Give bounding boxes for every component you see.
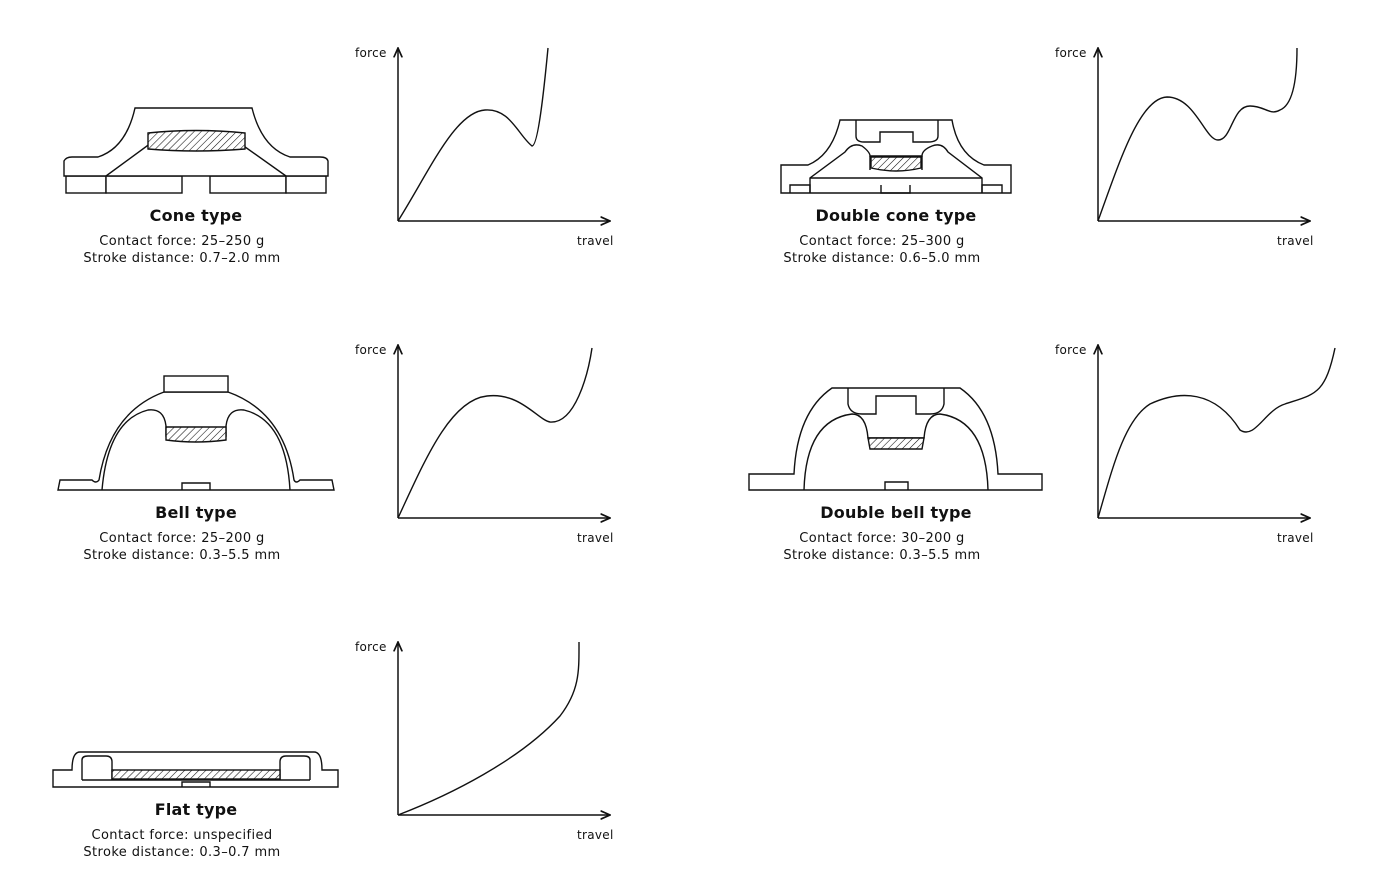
flat-type-stroke-distance: Stroke distance: 0.3–0.7 mm xyxy=(83,845,281,860)
double-bell-graph-axes xyxy=(1098,345,1310,518)
flat-graph-axes xyxy=(398,642,610,815)
contact-pad xyxy=(165,426,227,443)
double-bell-force-travel-curve xyxy=(1097,347,1336,519)
double-cone-type-title: Double cone type xyxy=(815,206,977,225)
cone-x-axis-label: travel xyxy=(577,234,614,248)
double-bell-type-contact-force: Contact force: 30–200 g xyxy=(799,531,965,546)
double-cone-type-contact-force: Contact force: 25–300 g xyxy=(799,234,965,249)
flat-x-axis-label: travel xyxy=(577,828,614,842)
bell-y-axis-label: force xyxy=(355,343,387,357)
cone-type-contact-force: Contact force: 25–250 g xyxy=(99,234,265,249)
double-cone-x-axis-label: travel xyxy=(1277,234,1314,248)
double-bell-type-stroke-distance: Stroke distance: 0.3–5.5 mm xyxy=(783,548,981,563)
double-cone-graph-axes xyxy=(1098,48,1310,221)
double-bell-y-axis-label: force xyxy=(1055,343,1087,357)
contact-pad xyxy=(870,156,922,172)
cone-type-stroke-distance: Stroke distance: 0.7–2.0 mm xyxy=(83,251,281,266)
bell-type-contact-force: Contact force: 25–200 g xyxy=(99,531,265,546)
cone-y-axis-label: force xyxy=(355,46,387,60)
flat-type-contact-force: Contact force: unspecified xyxy=(91,828,273,843)
bell-type-cross-section xyxy=(57,375,335,491)
bell-graph-axes xyxy=(398,345,610,518)
flat-y-axis-label: force xyxy=(355,640,387,654)
bell-type-stroke-distance: Stroke distance: 0.3–5.5 mm xyxy=(83,548,281,563)
contact-pad xyxy=(147,129,246,152)
bell-x-axis-label: travel xyxy=(577,531,614,545)
double-cone-force-travel-curve xyxy=(1097,47,1298,222)
double-bell-x-axis-label: travel xyxy=(1277,531,1314,545)
bell-force-travel-curve xyxy=(397,347,593,519)
flat-type-title: Flat type xyxy=(154,800,238,819)
contact-pad xyxy=(867,437,925,450)
double-cone-type-stroke-distance: Stroke distance: 0.6–5.0 mm xyxy=(783,251,981,266)
double-bell-type-title: Double bell type xyxy=(820,503,972,522)
cone-graph-axes xyxy=(398,48,610,221)
cone-force-travel-curve xyxy=(397,47,549,222)
bell-type-title: Bell type xyxy=(155,503,237,522)
double-bell-type-cross-section xyxy=(748,387,1043,491)
double-cone-type-cross-section xyxy=(780,119,1012,194)
flat-force-travel-curve xyxy=(397,641,580,816)
cone-type-cross-section xyxy=(63,107,329,194)
double-cone-y-axis-label: force xyxy=(1055,46,1087,60)
cone-type-title: Cone type xyxy=(149,206,243,225)
flat-type-cross-section xyxy=(52,751,339,788)
contact-pad xyxy=(111,769,281,780)
